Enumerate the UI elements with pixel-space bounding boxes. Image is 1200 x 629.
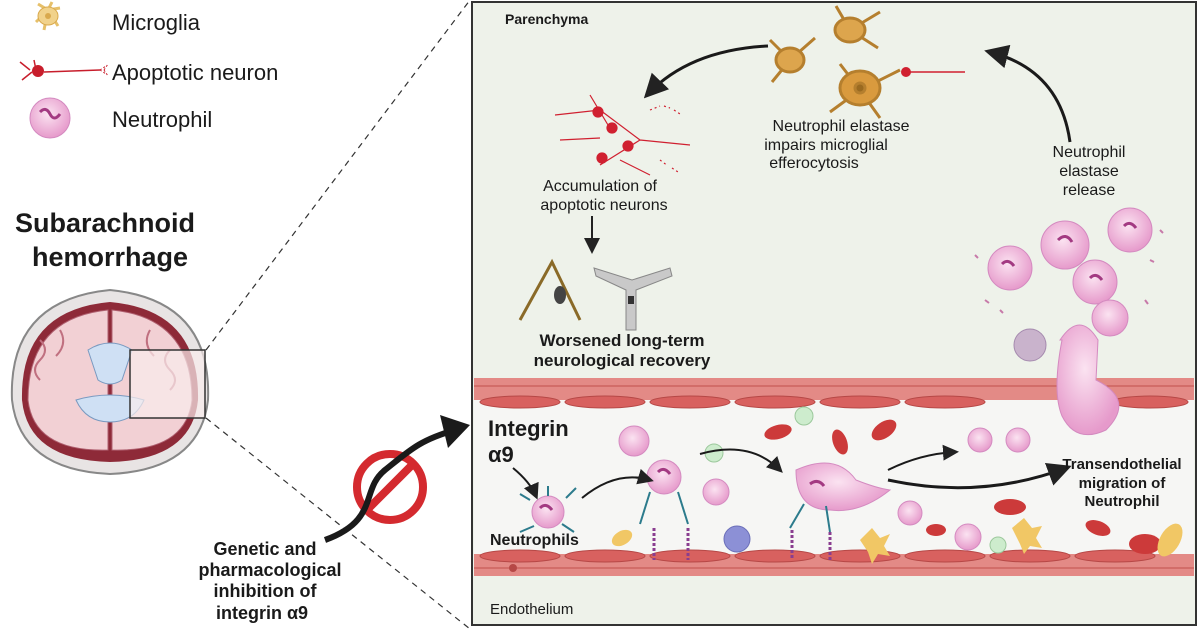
arrow-to-transmigration-1	[887, 444, 959, 471]
inhibition-line4: integrin α9	[216, 603, 308, 623]
accumulation-line1: Accumulation of	[543, 178, 657, 195]
degranulating-neutrophils	[974, 207, 1164, 362]
microglia-icon	[34, 1, 61, 31]
inhibition-line3: inhibition of	[214, 581, 318, 601]
arrow-to-microglia	[984, 44, 1072, 143]
neuron-icon	[19, 59, 109, 81]
outcome-line1: Worsened long-term	[540, 331, 705, 350]
outcome-line2: neurological recovery	[534, 351, 711, 370]
neutrophil-icon	[29, 97, 71, 139]
neuron-inside-microglia	[901, 67, 965, 77]
arrow-rolling-1	[581, 468, 654, 499]
sah-title-line2: hemorrhage	[32, 242, 188, 272]
elastase-effect-line1: Neutrophil elastase	[773, 118, 910, 135]
arrow-rolling-2	[699, 448, 783, 473]
parenchyma-label: Parenchyma	[505, 11, 588, 27]
sah-title-line1: Subarachnoid	[15, 208, 195, 238]
neutrophils-label: Neutrophils	[490, 532, 579, 549]
neutrophils-in-lumen	[531, 425, 982, 551]
behavior-test-icons	[518, 258, 673, 331]
inhibition-line2: pharmacological	[198, 560, 341, 580]
accumulation-line2: apoptotic neurons	[540, 197, 667, 214]
legend-label-neutrophil: Neutrophil	[112, 107, 212, 132]
release-line1: Neutrophil	[1053, 144, 1126, 161]
legend: Microglia Apoptotic neuron Neutrophil	[19, 1, 278, 139]
release-line3: release	[1063, 182, 1116, 199]
transmigration-line3: Neutrophil	[1085, 493, 1160, 510]
arrow-to-accumulation	[643, 44, 769, 99]
red-blood-cells	[764, 419, 1161, 554]
elastase-effect-line3: efferocytosis	[769, 155, 859, 172]
release-line2: elastase	[1059, 163, 1119, 180]
misc-blood-cells	[611, 406, 1183, 564]
inhibition-symbol	[323, 415, 470, 543]
integrin-line2: α9	[488, 442, 514, 467]
brain-section-illustration	[10, 288, 210, 476]
arrow-to-transmigration-2	[887, 463, 1072, 490]
inhibition-line1: Genetic and	[213, 539, 316, 559]
endothelium-label: Endothelium	[490, 601, 573, 618]
integrin-molecules	[519, 486, 832, 560]
transmigrating-neutrophil	[967, 324, 1120, 453]
integrin-line1: Integrin	[488, 416, 569, 441]
elastase-effect-line2: impairs microglial	[764, 137, 888, 154]
transmigration-line1: Transendothelial	[1062, 456, 1181, 473]
microglia-cluster	[768, 5, 901, 119]
legend-label-neuron: Apoptotic neuron	[112, 60, 278, 85]
transmigration-line2: migration of	[1079, 475, 1167, 492]
legend-label-microglia: Microglia	[112, 10, 201, 35]
apoptotic-neuron-cluster	[554, 94, 691, 176]
arrow-integrin	[512, 467, 539, 500]
inhibition-label: Genetic and pharmacological inhibition o…	[198, 539, 341, 623]
